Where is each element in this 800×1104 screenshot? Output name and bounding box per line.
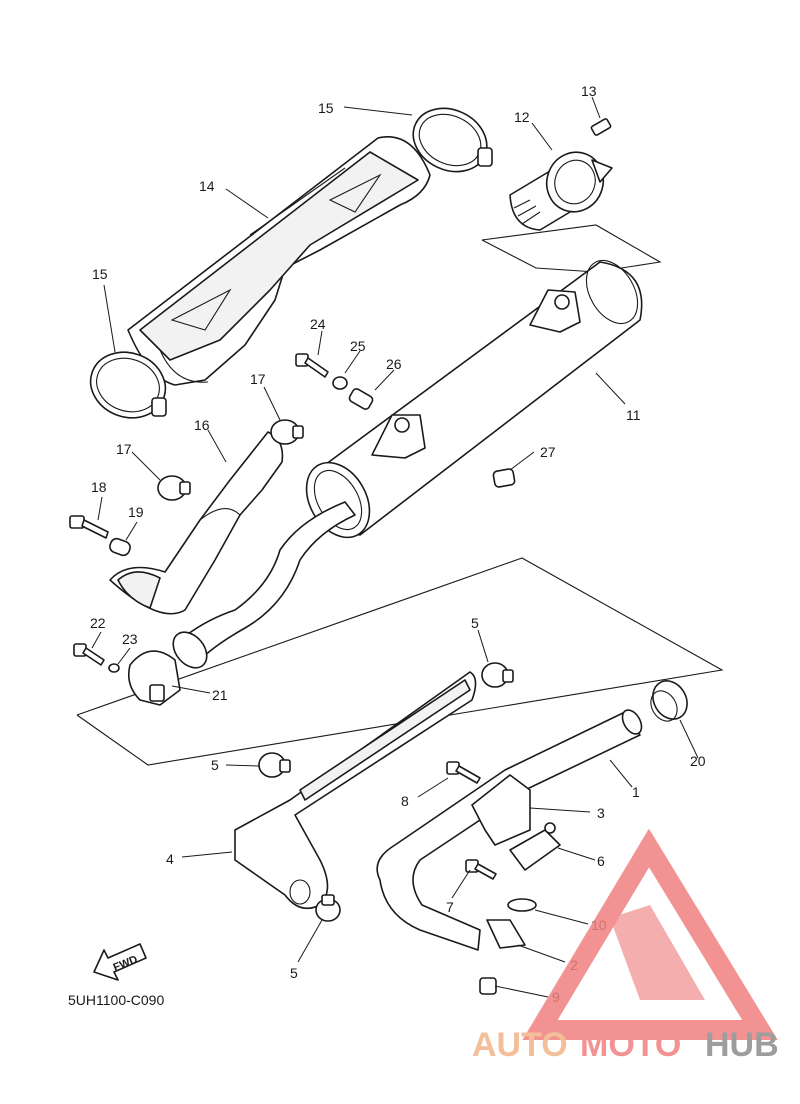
callout-17-upper: 17 <box>250 371 266 387</box>
callout-5-upper-left: 5 <box>211 757 219 773</box>
watermark-word-part3: HUB <box>705 1026 779 1064</box>
screw-small <box>590 118 612 136</box>
callout-6: 6 <box>597 853 605 869</box>
exhaust-clamp-large-top <box>412 107 493 173</box>
callout-17-lower: 17 <box>116 441 132 457</box>
gasket-10 <box>507 898 537 912</box>
pipe-bracket-3 <box>471 774 531 846</box>
exhaust-pipe-main <box>376 709 643 951</box>
frame-outlines <box>76 224 724 766</box>
exhaust-pipe-joint <box>109 431 284 615</box>
callout-8: 8 <box>401 793 409 809</box>
collar-27 <box>492 468 516 488</box>
clamp-5-upper-left <box>258 752 291 778</box>
callout-19: 19 <box>128 504 144 520</box>
clamp-5-lower <box>315 894 341 922</box>
callout-5-lower: 5 <box>290 965 298 981</box>
callout-5-upper-right: 5 <box>471 615 479 631</box>
forward-arrow-icon: FWD <box>93 943 147 981</box>
callout-14: 14 <box>199 178 215 194</box>
callout-23: 23 <box>122 631 138 647</box>
callout-3: 3 <box>597 805 605 821</box>
callout-7: 7 <box>446 899 454 915</box>
clamp-5-upper-right <box>481 662 514 688</box>
gasket-20 <box>650 680 688 722</box>
bolt-7 <box>465 859 497 880</box>
bolt-22 <box>73 643 105 666</box>
flange-2 <box>486 919 526 949</box>
washer-25 <box>332 376 348 390</box>
spark-arrester <box>509 151 613 231</box>
connecting-pipe <box>172 501 356 669</box>
watermark-word-part1: AUTO <box>472 1026 568 1064</box>
bolt-24 <box>295 353 329 378</box>
callout-26: 26 <box>386 356 402 372</box>
callout-1: 1 <box>632 784 640 800</box>
callout-20: 20 <box>690 753 706 769</box>
callout-22: 22 <box>90 615 106 631</box>
callout-21: 21 <box>212 687 228 703</box>
diagram-part-code: 5UH1100-C090 <box>68 992 164 1008</box>
callout-27: 27 <box>540 444 556 460</box>
heat-protector <box>127 136 431 386</box>
clamp-small-lower <box>157 475 191 501</box>
callout-13: 13 <box>581 83 597 99</box>
callout-16: 16 <box>194 417 210 433</box>
callout-12: 12 <box>514 109 530 125</box>
callout-11: 11 <box>626 407 641 423</box>
exhaust-protector <box>234 671 477 910</box>
bracket-6 <box>509 822 561 871</box>
callout-24: 24 <box>310 316 326 332</box>
clamp-small-upper <box>270 419 304 445</box>
clamp-bracket-21 <box>127 650 181 706</box>
grommet-26 <box>348 388 374 410</box>
callout-18: 18 <box>91 479 107 495</box>
callout-15-bottom: 15 <box>92 266 108 282</box>
bolt-8 <box>446 761 481 784</box>
watermark-logo: AUTO MOTO HUB <box>472 828 779 1064</box>
callout-25: 25 <box>350 338 366 354</box>
exhaust-clamp-large-bottom <box>89 351 167 419</box>
leader-lines <box>91 96 699 998</box>
bolt-18 <box>69 515 109 539</box>
collar-19 <box>109 537 131 557</box>
watermark-word-part2: MOTO <box>580 1026 681 1064</box>
callout-15-top: 15 <box>318 100 334 116</box>
callout-4: 4 <box>166 851 174 867</box>
nut-9 <box>479 977 497 995</box>
washer-23 <box>108 663 120 673</box>
callout-labels: 1 2 3 4 5 5 5 6 7 8 9 10 11 12 13 14 15 … <box>90 83 706 1005</box>
